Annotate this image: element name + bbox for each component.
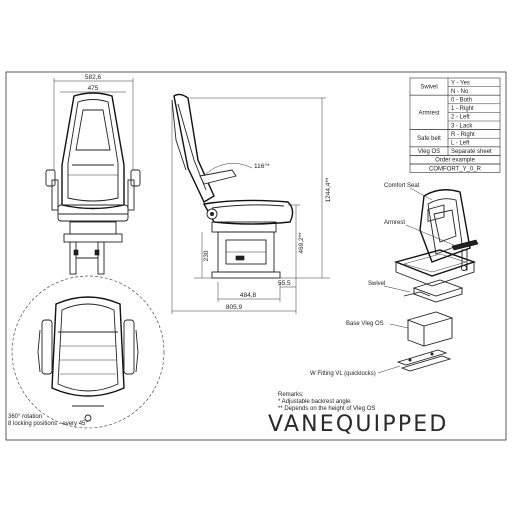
brand-logo: VANEQUIPPED <box>268 412 449 437</box>
order-example-label: Order example <box>435 158 475 164</box>
dim-top-width: 582,6 <box>85 74 102 81</box>
dim-base-height: 469,2** <box>298 232 305 254</box>
remarks-line-2: ** Depends on the height of Vleg OS <box>278 406 375 412</box>
dim-total-height: 1244,4** <box>325 177 332 202</box>
label-comfort-seat: Comfort Seat <box>384 183 420 189</box>
label-w-fitting: W Fitting VL (quicklocks) <box>310 371 376 377</box>
order-example-code: COMFORT_Y_0_R <box>429 166 482 172</box>
front-view: 582,6 475 <box>45 74 141 275</box>
table-group-label: Vleg OS <box>418 149 440 155</box>
dim-total-depth: 805,9 <box>226 304 243 311</box>
rotation-note-1: 360° rotation <box>8 414 42 420</box>
options-table: Swivel Y - Yes N - No Armrest 0 - Both 1 - Ri… <box>409 77 501 173</box>
table-option: N - No <box>451 89 469 95</box>
label-armrest: Armrest <box>384 220 405 226</box>
table-option: R - Right <box>451 132 475 138</box>
w-fitting-drawing <box>396 349 452 372</box>
table-option: Y - Yes <box>451 80 470 86</box>
table-option: 3 - Lack <box>451 123 473 129</box>
dim-base-depth: 484,8 <box>240 292 257 299</box>
dim-inner-width: 475 <box>88 85 99 92</box>
isometric-seat <box>393 189 479 303</box>
table-group-label: Armrest <box>419 110 440 116</box>
dim-backrest-angle: 116°* <box>254 162 270 170</box>
drawing-frame <box>5 71 507 441</box>
table-option: 0 - Both <box>451 98 472 104</box>
base-vleg-drawing <box>406 204 454 347</box>
rotation-note-2: 8 locking positions - every 45° <box>8 421 88 427</box>
label-base-vleg: Base Vleg OS <box>346 321 384 327</box>
remarks-line-1: * Adjustable backrest angle <box>278 399 351 405</box>
table-option: 2 - Left <box>451 115 470 121</box>
table-group-label: Safe belt <box>417 136 441 142</box>
remarks-title: Remarks: <box>278 392 304 398</box>
dim-small-offset: 55,5 <box>278 280 291 287</box>
side-view: 116°* 1244,4** 469,2** 230 55,5 484,8 80… <box>171 93 332 314</box>
table-option: Separate sheet <box>451 149 492 155</box>
label-swivel: Swivel <box>368 281 385 287</box>
top-view <box>11 275 165 429</box>
table-option: L - Left <box>451 141 470 147</box>
table-group-label: Swivel <box>420 85 437 91</box>
dim-pedestal-height: 230 <box>203 250 210 261</box>
table-option: 1 - Right <box>451 106 474 112</box>
